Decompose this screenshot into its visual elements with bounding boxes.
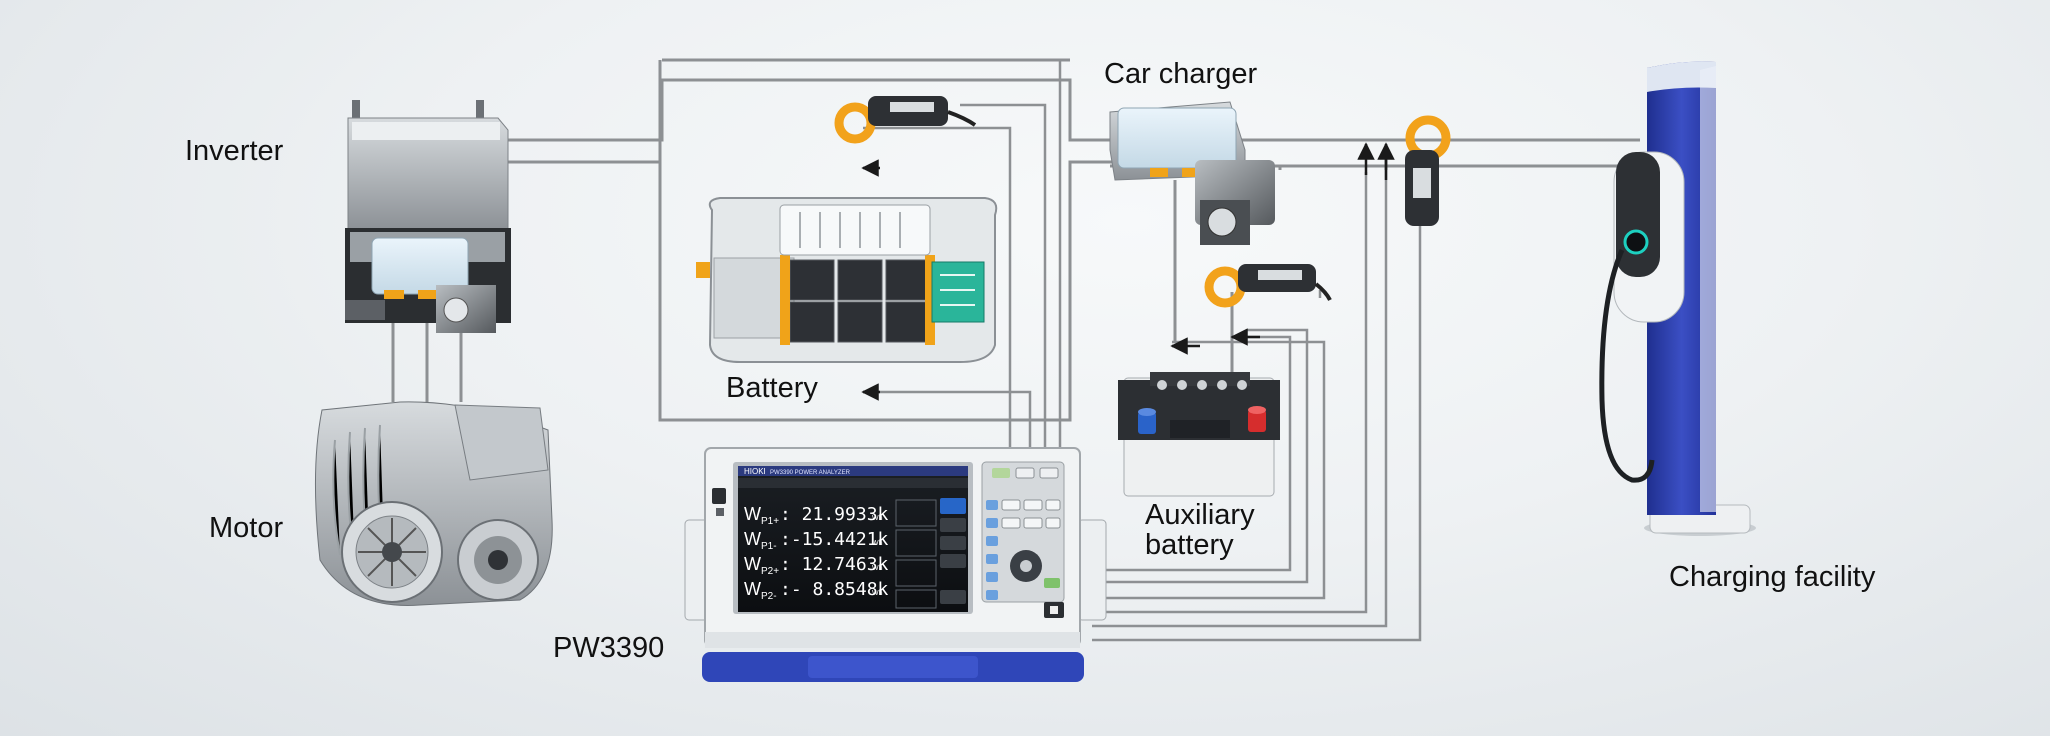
label-battery: Battery	[726, 372, 818, 404]
current-probe-battery	[834, 96, 977, 144]
reading-subscript: P1-	[761, 541, 777, 552]
reading-value: :-15.4421k	[780, 529, 889, 550]
reading-subscript: P1+	[761, 516, 779, 527]
analyzer-brand: HIOKI	[744, 467, 766, 476]
reading-subscript: P2+	[761, 566, 779, 577]
charging-station-image	[1599, 61, 1756, 536]
traction-battery-image	[696, 197, 998, 363]
reading-value: : 21.9933k	[780, 504, 889, 525]
reading-row: WP2-:- 8.8548kWh	[744, 579, 889, 602]
label-auxiliary-battery-line2: battery	[1145, 529, 1234, 561]
reading-name: W	[744, 529, 761, 549]
reading-unit: Wh	[872, 540, 883, 547]
reading-name: W	[744, 579, 761, 599]
signal-wires	[863, 60, 1422, 642]
reading-name: W	[744, 504, 761, 524]
measurement-arrows	[861, 142, 1395, 401]
label-motor: Motor	[209, 512, 284, 544]
reading-unit: Wh	[872, 590, 883, 597]
car-charger-image	[1109, 101, 1275, 245]
reading-row: WP2+: 12.7463kWh	[744, 554, 889, 577]
pw3390-analyzer-image	[684, 447, 1107, 682]
power-wires	[391, 58, 1640, 422]
label-car-charger: Car charger	[1104, 58, 1258, 90]
label-charging-facility: Charging facility	[1669, 561, 1876, 593]
label-pw3390: PW3390	[553, 632, 665, 664]
analyzer-model-title: PW3390 POWER ANALYZER	[770, 470, 851, 476]
reading-row: WP1-:-15.4421kWh	[744, 529, 889, 552]
reading-value: : 12.7463k	[780, 554, 889, 575]
reading-name: W	[744, 554, 761, 574]
motor-image	[314, 401, 553, 606]
auxiliary-battery-image	[1118, 372, 1280, 497]
reading-value: :- 8.8548k	[780, 579, 889, 600]
current-probe-charging	[1405, 115, 1451, 226]
reading-row: WP1+: 21.9933kWh	[744, 504, 889, 527]
label-auxiliary-battery-line1: Auxiliary	[1145, 499, 1255, 531]
label-inverter: Inverter	[185, 135, 284, 167]
reading-subscript: P2-	[761, 591, 777, 602]
inverter-image	[345, 100, 511, 333]
reading-unit: Wh	[872, 565, 883, 572]
current-probe-aux	[1204, 264, 1332, 308]
reading-unit: Wh	[872, 515, 883, 522]
